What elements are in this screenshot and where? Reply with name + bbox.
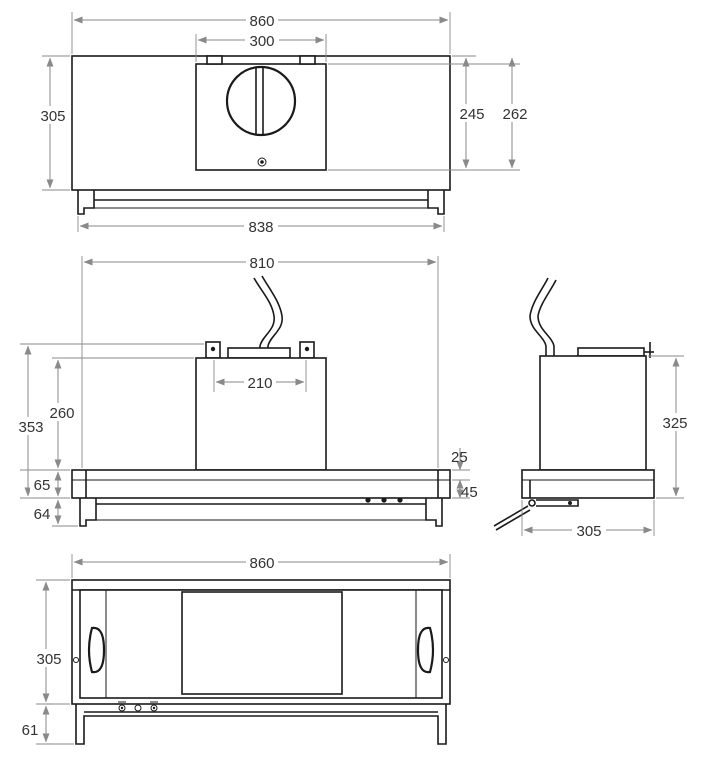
- dim-front-lower-section: 65: [34, 477, 51, 494]
- side-view: 325 305: [493, 277, 692, 540]
- top-duct-clip-right: [299, 55, 316, 65]
- bottom-view: 860 305 61: [18, 553, 451, 745]
- top-duct-outlet: [225, 65, 297, 137]
- side-motor-box: [539, 355, 647, 471]
- front-visor-left: [79, 498, 97, 527]
- front-visor-right: [425, 498, 443, 527]
- front-duct-collar: [227, 347, 291, 359]
- front-knob-1: [365, 497, 371, 503]
- dim-top-duct-depth: 245: [459, 106, 484, 123]
- top-duct-clip-left: [206, 55, 223, 65]
- bottom-control-2: [134, 704, 142, 712]
- bottom-control-3: [150, 704, 158, 712]
- dim-bottom-visor: 61: [22, 722, 39, 739]
- side-canopy: [521, 469, 655, 499]
- side-visor-pivot: [528, 499, 536, 507]
- bottom-control-1: [118, 704, 126, 712]
- bottom-center-filter: [181, 591, 343, 695]
- side-visor-arm: [493, 505, 531, 531]
- dim-front-duct-spacing: 210: [247, 375, 272, 392]
- top-rail-right: [427, 190, 445, 215]
- top-view: 860 300 305 245 262 838: [36, 11, 531, 236]
- top-duct-screw: [257, 157, 267, 167]
- dim-top-duct-width: 300: [249, 33, 274, 50]
- dim-front-panel-height: 45: [461, 484, 478, 501]
- bottom-screw-right: [443, 657, 449, 663]
- dim-top-body-depth: 305: [40, 108, 65, 125]
- dim-front-inner-width: 810: [249, 255, 274, 272]
- dim-side-height: 325: [662, 415, 687, 432]
- bottom-handle-left: [87, 626, 106, 674]
- front-view: 810 210 353 260 65 64 25 45: [14, 253, 478, 527]
- dim-bottom-depth: 305: [36, 651, 61, 668]
- side-duct-collar: [577, 347, 645, 357]
- front-knob-2: [381, 497, 387, 503]
- dim-front-visor-drop: 64: [34, 506, 51, 523]
- side-cable-b: [537, 279, 557, 356]
- top-duct-damper: [255, 68, 264, 134]
- dim-front-canopy-thickness: 25: [451, 449, 468, 466]
- front-cable-b: [261, 275, 283, 354]
- front-knob-3: [397, 497, 403, 503]
- dim-bottom-overall-width: 860: [249, 555, 274, 572]
- side-visor-bracket: [536, 499, 579, 507]
- bottom-screw-left: [73, 657, 79, 663]
- dim-side-depth: 305: [576, 523, 601, 540]
- dim-top-rail-width: 838: [248, 219, 273, 236]
- bottom-visor: [75, 704, 447, 745]
- dim-front-total-height: 353: [18, 419, 43, 436]
- side-cable-a: [529, 277, 549, 356]
- front-cable-a: [253, 277, 275, 354]
- dim-front-box-height: 260: [49, 405, 74, 422]
- dim-top-overall-depth: 262: [502, 106, 527, 123]
- top-duct-plate: [195, 63, 327, 171]
- front-canopy: [71, 469, 451, 499]
- dim-top-overall-width: 860: [249, 13, 274, 30]
- bottom-handle-right: [416, 626, 435, 674]
- top-rail-left: [77, 190, 95, 215]
